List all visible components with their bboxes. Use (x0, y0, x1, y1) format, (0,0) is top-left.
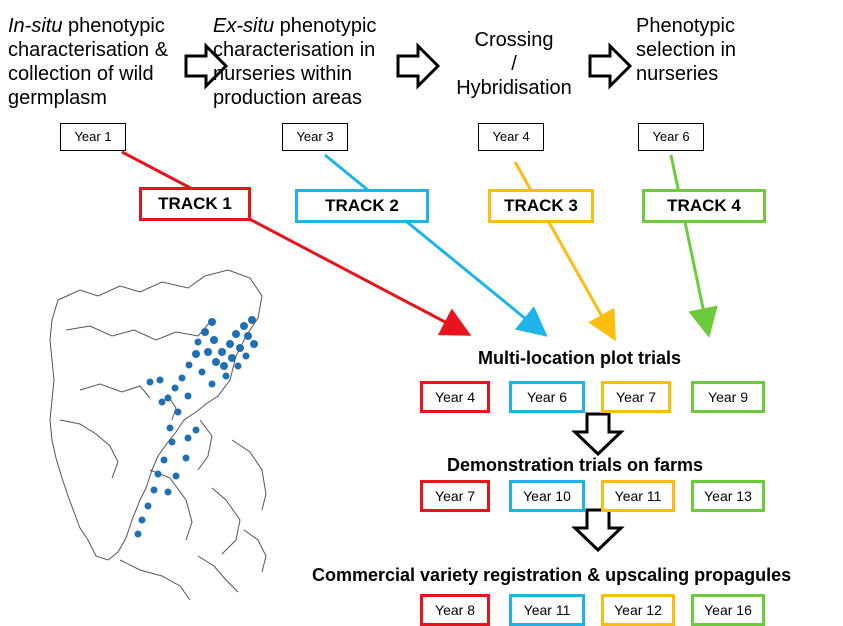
track4-arrow (669, 154, 718, 338)
stage-4-line2: selection in (636, 39, 737, 61)
phase-2-year-track2: Year 10 (509, 480, 585, 512)
stage-1-year: Year 1 (60, 123, 126, 151)
flow-arrow-down-1 (571, 412, 625, 457)
stage-2-year: Year 3 (282, 123, 348, 151)
phase-1-year-track4: Year 9 (691, 381, 765, 413)
track-1-label: TRACK 1 (139, 187, 251, 221)
phase-1-title: Multi-location plot trials (478, 348, 681, 368)
phase-2-title: Demonstration trials on farms (447, 455, 704, 475)
stage-3-line1: Crossing (474, 29, 554, 51)
stage-2-line1: Ex-situ phenotypic (213, 15, 377, 37)
stage-2-line2: characterisation in (213, 39, 376, 61)
stage-1-line1: In-situ phenotypic (8, 15, 165, 37)
flow-arrow-down-2 (571, 508, 625, 553)
stage-3-line3: Hybridisation (456, 77, 572, 99)
phase-2-year-track1: Year 7 (420, 480, 490, 512)
phase-3-title: Commercial variety registration & upscal… (312, 565, 792, 585)
flow-arrow-right-1 (184, 42, 229, 90)
stage-4-text: Phenotypic selection in nurseries (636, 14, 776, 86)
track1-arrow (121, 150, 472, 336)
phase-2-year-track4: Year 13 (691, 480, 765, 512)
track2-arrow (324, 153, 548, 337)
phase-1-year-track2: Year 6 (509, 381, 585, 413)
stage-1-line4: germplasm (8, 87, 107, 109)
stage-2-text: Ex-situ phenotypic characterisation in n… (213, 14, 403, 110)
stage-3-text: Crossing / Hybridisation (444, 28, 584, 100)
track-3-label: TRACK 3 (488, 189, 594, 223)
phase-1-year-track3: Year 7 (601, 381, 671, 413)
flow-arrow-right-3 (588, 42, 633, 90)
flow-arrow-right-2 (396, 42, 441, 90)
phase-2-year-track3: Year 11 (601, 480, 675, 512)
phase-3-year-track2: Year 11 (509, 594, 585, 626)
stage-3-year: Year 4 (478, 123, 544, 151)
track-2-label: TRACK 2 (295, 189, 429, 223)
stage-1-line3: collection of wild (8, 63, 154, 85)
phase-3-year-track3: Year 12 (601, 594, 675, 626)
stage-3-line2: / (511, 53, 517, 75)
phase-3-year-track1: Year 8 (420, 594, 490, 626)
stage-4-line1: Phenotypic (636, 15, 735, 37)
germplasm-dots (134, 316, 258, 538)
track-4-label: TRACK 4 (642, 189, 766, 223)
phase-3-year-track4: Year 16 (691, 594, 765, 626)
stage-4-line3: nurseries (636, 63, 719, 85)
phase-1-year-track1: Year 4 (420, 381, 490, 413)
stage-1-text: In-situ phenotypic characterisation & co… (8, 14, 198, 110)
stage-2-line4: production areas (213, 87, 362, 109)
stage-2-line3: nurseries within (213, 63, 352, 85)
stage-4-year: Year 6 (638, 123, 704, 151)
east-asia-map (49, 269, 267, 601)
stage-1-line2: characterisation & (8, 39, 169, 61)
